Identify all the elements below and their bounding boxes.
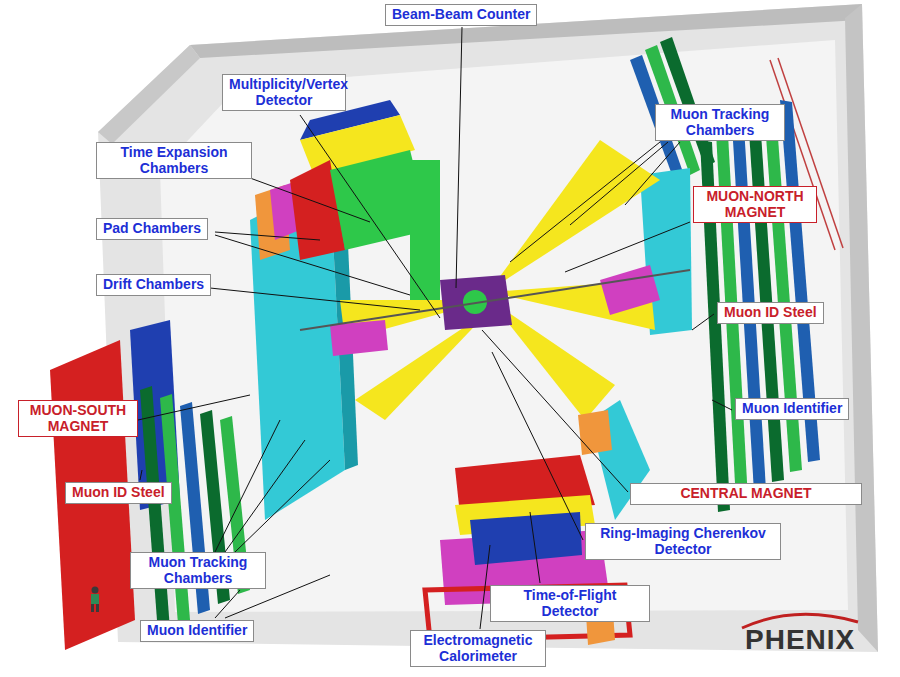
callout-label: Time-of-Flight Detector (497, 588, 643, 619)
north-magnet-core (600, 265, 660, 315)
hall-edge (98, 45, 200, 144)
person-figure (96, 604, 99, 612)
support-block (578, 410, 612, 455)
logo-text: PHENIX (745, 624, 855, 656)
callout-box: Pad Chambers (96, 218, 208, 240)
south-magnet-core (330, 320, 388, 356)
callout-label: MUON-SOUTH MAGNET (25, 403, 131, 434)
callout-box: MUON-NORTH MAGNET (693, 186, 817, 223)
callout-label: Ring-Imaging Cherenkov Detector (592, 526, 774, 557)
callout-box: Electromagnetic Calorimeter (410, 630, 546, 667)
callout-label: Beam-Beam Counter (392, 7, 530, 23)
callout-label: Pad Chambers (103, 221, 201, 237)
callout-label: Muon ID Steel (72, 485, 165, 501)
person-figure (91, 594, 99, 604)
callout-box: Multiplicity/Vertex Detector (222, 74, 346, 111)
callout-label: Drift Chambers (103, 277, 204, 293)
callout-box: Muon Tracking Chambers (130, 552, 266, 589)
callout-box: Time Expansion Chambers (96, 142, 252, 179)
callout-box: Time-of-Flight Detector (490, 585, 650, 622)
callout-label: Muon Tracking Chambers (137, 555, 259, 586)
callout-box: Drift Chambers (96, 274, 211, 296)
person-figure (91, 604, 94, 612)
callout-box: Muon ID Steel (717, 302, 824, 324)
callout-box: Muon Identifier (140, 620, 254, 642)
callout-box: Beam-Beam Counter (385, 4, 537, 26)
callout-label: Muon Tracking Chambers (662, 107, 778, 138)
callout-label: MUON-NORTH MAGNET (700, 189, 810, 220)
central-element (410, 160, 440, 300)
callout-label: Electromagnetic Calorimeter (417, 633, 539, 664)
callout-box: Ring-Imaging Cherenkov Detector (585, 523, 781, 560)
callout-box: Muon Tracking Chambers (655, 104, 785, 141)
callout-label: Time Expansion Chambers (103, 145, 245, 176)
callout-box: CENTRAL MAGNET (630, 483, 862, 505)
callout-label: CENTRAL MAGNET (637, 486, 855, 502)
person-figure (92, 587, 99, 594)
callout-label: Muon Identifier (742, 401, 842, 417)
hall-edge (190, 4, 862, 58)
callout-label: Multiplicity/Vertex Detector (229, 77, 339, 108)
hall-wall (98, 4, 878, 652)
calorimeter-block (470, 512, 582, 565)
callout-box: MUON-SOUTH MAGNET (18, 400, 138, 437)
callout-box: Muon ID Steel (65, 482, 172, 504)
callout-label: Muon Identifier (147, 623, 247, 639)
callout-box: Muon Identifier (735, 398, 849, 420)
hall-edge (845, 4, 878, 652)
callout-label: Muon ID Steel (724, 305, 817, 321)
hall-floor (160, 40, 848, 612)
